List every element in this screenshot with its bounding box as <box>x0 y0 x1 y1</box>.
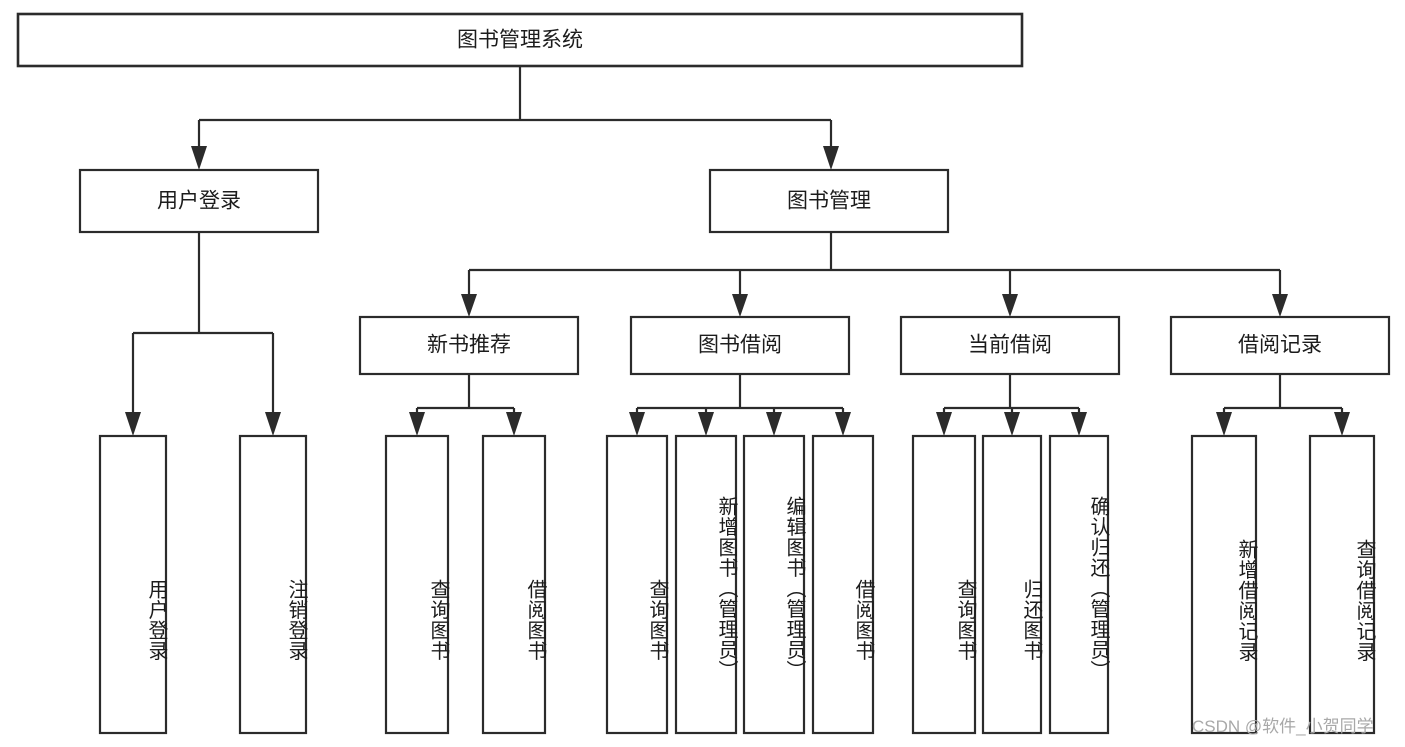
node-label-book-manage: 图书管理 <box>787 190 871 213</box>
arrow-head-icon <box>265 412 281 436</box>
arrow-head-icon <box>1004 412 1020 436</box>
leaf-box-return-book[interactable] <box>981 434 1043 735</box>
node-current-borrow[interactable]: 当前借阅 <box>899 315 1121 376</box>
node-label-root: 图书管理系统 <box>457 29 583 52</box>
leaf-box-add-book-admin[interactable] <box>674 434 738 735</box>
arrow-head-icon <box>835 412 851 436</box>
leaf-box-group <box>98 434 1376 735</box>
arrow-head-icon <box>732 294 748 317</box>
leaf-box-add-borrow-rec[interactable] <box>1190 434 1258 735</box>
node-label-new-book-rec: 新书推荐 <box>427 334 511 357</box>
node-label-current-borrow: 当前借阅 <box>968 334 1052 357</box>
connector-group-borrow-record <box>1216 374 1350 436</box>
arrow-head-icon <box>936 412 952 436</box>
leaf-box-user-login[interactable] <box>98 434 168 735</box>
node-box-borrow-record[interactable] <box>1169 315 1391 376</box>
arrow-head-icon <box>461 294 477 317</box>
arrow-head-icon <box>629 412 645 436</box>
arrow-head-icon <box>823 146 839 170</box>
connector-group-current-borrow <box>936 374 1087 436</box>
connector-group-user-login <box>125 232 281 436</box>
arrow-head-icon <box>409 412 425 436</box>
arrow-head-icon <box>1216 412 1232 436</box>
node-box-new-book-rec[interactable] <box>358 315 580 376</box>
arrow-head-icon <box>1334 412 1350 436</box>
connector-group-book-borrow <box>629 374 851 436</box>
arrow-head-icon <box>1272 294 1288 317</box>
node-book-manage[interactable]: 图书管理 <box>708 168 950 234</box>
node-new-book-rec[interactable]: 新书推荐 <box>358 315 580 376</box>
leaf-box-borrow-book-rec[interactable] <box>481 434 547 735</box>
node-box-root[interactable] <box>16 12 1024 68</box>
arrow-head-icon <box>191 146 207 170</box>
leaf-box-confirm-return[interactable] <box>1048 434 1110 735</box>
csdn-watermark: CSDN @软件_小贺同学 <box>1192 717 1374 736</box>
arrow-head-icon <box>1071 412 1087 436</box>
leaf-box-query-borrow-rec[interactable] <box>1308 434 1376 735</box>
node-root[interactable]: 图书管理系统 <box>16 12 1024 68</box>
arrow-head-icon <box>1002 294 1018 317</box>
arrow-head-icon <box>698 412 714 436</box>
node-box-book-manage[interactable] <box>708 168 950 234</box>
leaf-box-user-logout[interactable] <box>238 434 308 735</box>
leaf-box-query-book-cur[interactable] <box>911 434 977 735</box>
node-label-user-login: 用户登录 <box>157 190 241 213</box>
arrow-head-icon <box>506 412 522 436</box>
node-box-book-borrow[interactable] <box>629 315 851 376</box>
leaf-box-query-book-rec[interactable] <box>384 434 450 735</box>
leaf-box-edit-book-admin[interactable] <box>742 434 806 735</box>
arrow-head-icon <box>125 412 141 436</box>
node-borrow-record[interactable]: 借阅记录 <box>1169 315 1391 376</box>
node-user-login[interactable]: 用户登录 <box>78 168 320 234</box>
leaf-box-borrow-book-bor[interactable] <box>811 434 875 735</box>
node-label-borrow-record: 借阅记录 <box>1238 334 1322 357</box>
leaf-box-query-book-bor[interactable] <box>605 434 669 735</box>
connector-group-new-book-rec <box>409 374 522 436</box>
node-label-book-borrow: 图书借阅 <box>698 334 782 357</box>
node-book-borrow[interactable]: 图书借阅 <box>629 315 851 376</box>
connector-group-root <box>191 66 839 170</box>
node-box-user-login[interactable] <box>78 168 320 234</box>
node-box-current-borrow[interactable] <box>899 315 1121 376</box>
arrow-head-icon <box>766 412 782 436</box>
connector-group-book-manage <box>461 232 1288 317</box>
